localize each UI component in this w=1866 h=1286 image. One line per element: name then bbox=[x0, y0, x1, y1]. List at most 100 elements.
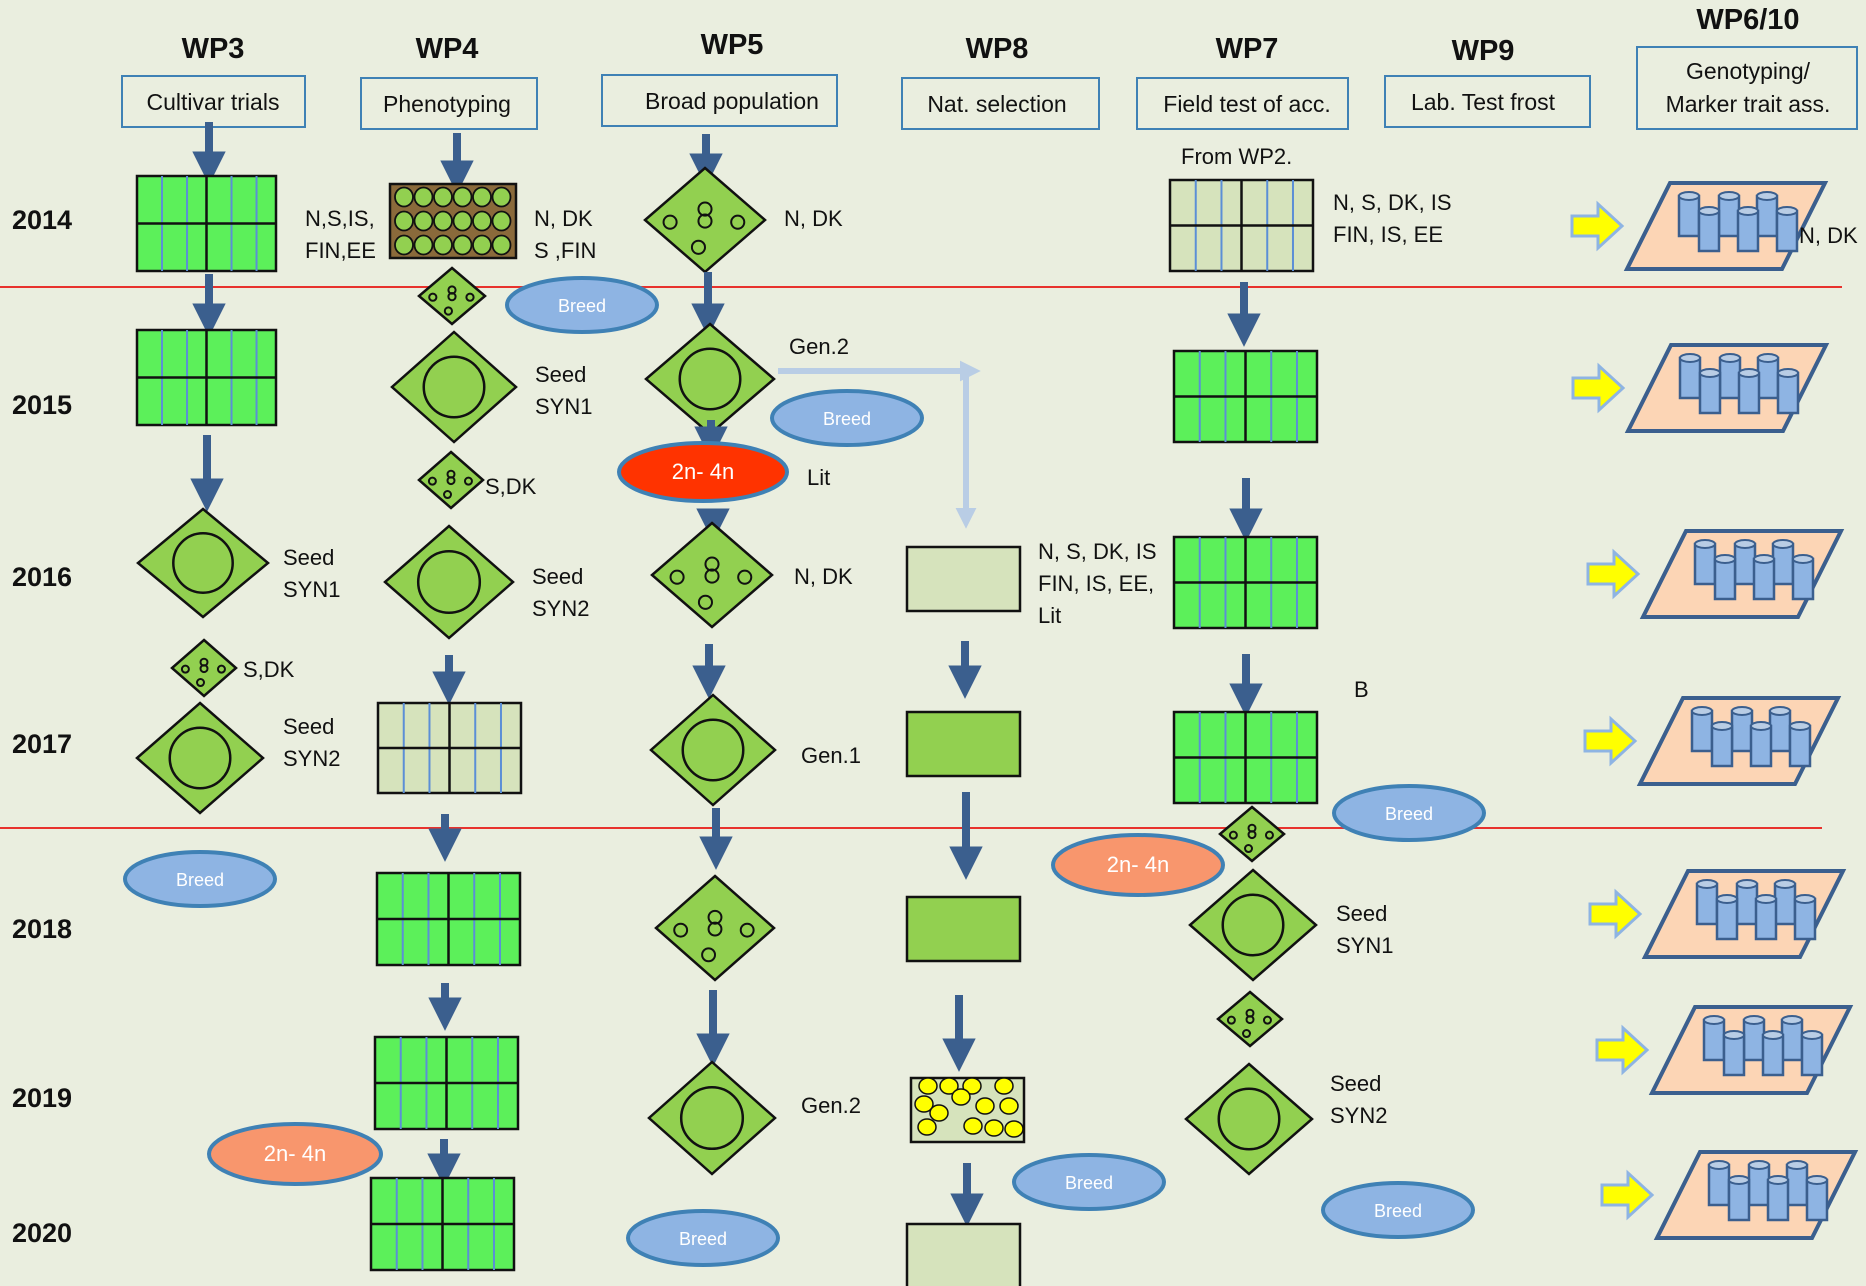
seed-dot bbox=[697, 594, 713, 610]
sample-tube-top bbox=[1792, 554, 1814, 564]
sample-tube-top bbox=[1731, 706, 1753, 716]
seed bbox=[999, 1097, 1019, 1115]
wp7-plot-2017 bbox=[1172, 710, 1319, 805]
wp8-plot-2016 bbox=[905, 545, 1022, 613]
wp7-plot-2015 bbox=[1172, 349, 1319, 444]
diamond-shape bbox=[417, 266, 487, 326]
yellow-arrow-icon bbox=[1586, 548, 1641, 600]
sample-tube-top bbox=[1757, 353, 1779, 363]
seed-dot bbox=[1244, 844, 1253, 854]
pot bbox=[452, 210, 473, 232]
sample-tube-top bbox=[1772, 539, 1794, 549]
sample-tube-top bbox=[1719, 353, 1741, 363]
header-wp3-box bbox=[121, 75, 306, 128]
wp4-pot-tray-2014 bbox=[388, 182, 518, 260]
wp7-breed-oval-2019-label: Breed bbox=[1374, 1201, 1422, 1221]
sample-tube-top bbox=[1776, 206, 1798, 216]
seed-dot bbox=[465, 292, 475, 302]
wp5-ploidy-oval-red: 2n- 4n bbox=[617, 441, 789, 503]
sample-tube-top bbox=[1703, 1015, 1725, 1025]
seed-dot bbox=[180, 664, 190, 674]
pot bbox=[394, 186, 414, 208]
header-wp3-label: Cultivar trials bbox=[147, 89, 280, 115]
wp5-population-diamond-2014 bbox=[643, 166, 767, 274]
wp3-seed-diamond-2017 bbox=[135, 701, 265, 815]
header-wp7-title: WP7 bbox=[1216, 33, 1279, 65]
header-wp8-box bbox=[901, 77, 1100, 130]
header-wp4-box bbox=[360, 77, 538, 130]
sample-tube-icon bbox=[1695, 882, 1719, 926]
sample-tube-icon bbox=[1805, 1178, 1829, 1222]
wp3-breed-oval: Breed bbox=[123, 850, 277, 908]
wp3-ploidy-oval: 2n- 4n bbox=[207, 1122, 383, 1186]
sample-tube-top bbox=[1769, 706, 1791, 716]
sample-tube-icon bbox=[1775, 209, 1799, 253]
sample-tube-icon bbox=[1707, 1163, 1731, 1207]
yellow-arrow-icon bbox=[1600, 1169, 1655, 1221]
sample-tube-icon bbox=[1780, 1018, 1804, 1062]
diamond-shape bbox=[654, 874, 776, 982]
sample-tube-icon bbox=[1785, 1163, 1809, 1207]
wp4-small-diamond-2015 bbox=[417, 450, 485, 510]
sample-tube-icon bbox=[1754, 897, 1778, 941]
wp7-breed-oval-2019: Breed bbox=[1321, 1181, 1475, 1239]
wp4-breed-oval-shape bbox=[505, 276, 659, 334]
seed bbox=[914, 1095, 934, 1113]
sample-tube-icon bbox=[1677, 194, 1701, 238]
wp6-genotyping-row-2016 bbox=[1586, 529, 1845, 619]
yellow-arrow-icon bbox=[1583, 715, 1638, 767]
year-label-2014: 2014 bbox=[12, 205, 72, 235]
sample-tube-top bbox=[1678, 191, 1700, 201]
wp3-seed-diamond-2016 bbox=[136, 507, 270, 619]
wp4-plot-2019 bbox=[373, 1035, 520, 1131]
year-label-2019: 2019 bbox=[12, 1083, 72, 1113]
wp7-breed-oval-2017-shape bbox=[1332, 784, 1486, 842]
sample-tube-icon bbox=[1776, 371, 1800, 415]
sample-tube-top bbox=[1755, 894, 1777, 904]
wp6-genotyping-row-2020 bbox=[1600, 1150, 1859, 1240]
wp5-population-diamond-2018 bbox=[654, 874, 776, 982]
seed-dot bbox=[1245, 1015, 1255, 1025]
sample-tube-icon bbox=[1771, 542, 1795, 586]
label-wp3-sdk: S,DK bbox=[243, 657, 295, 682]
wp7-breed-oval-2019-shape bbox=[1321, 1181, 1475, 1239]
label-wp5-2016: N, DK bbox=[794, 564, 853, 589]
wp5-diamond-2017 bbox=[649, 693, 777, 807]
seed-circle bbox=[678, 347, 742, 411]
pot bbox=[433, 234, 453, 256]
seed-dot bbox=[1242, 1029, 1251, 1039]
header-wp8-title: WP8 bbox=[966, 33, 1029, 65]
diamond-shape bbox=[417, 450, 485, 510]
seed-dot bbox=[737, 569, 753, 585]
wp7-ploidy-oval-shape bbox=[1051, 833, 1225, 897]
seed-circle bbox=[679, 1085, 745, 1151]
seed bbox=[951, 1088, 971, 1106]
seed-circle bbox=[168, 726, 232, 790]
year-label-2016: 2016 bbox=[12, 562, 72, 592]
wp8-plot-2017 bbox=[905, 710, 1022, 778]
sample-tube-icon bbox=[1702, 1018, 1726, 1062]
wp3-breed-oval-label: Breed bbox=[176, 870, 224, 890]
wp5-ploidy-oval-red-shape bbox=[617, 441, 789, 503]
sample-tube-icon bbox=[1768, 709, 1792, 753]
seed-dot bbox=[697, 201, 713, 217]
wp8-breed-oval-shape bbox=[1012, 1153, 1166, 1211]
label-wp6-2014: N, DK bbox=[1799, 223, 1858, 248]
wp7-seed-diamond-2018 bbox=[1188, 868, 1318, 982]
seed-dot bbox=[701, 947, 717, 963]
sample-tube-icon bbox=[1718, 356, 1742, 400]
wp7-small-diamond-2017 bbox=[1218, 805, 1286, 863]
wp7-breed-oval-2017: Breed bbox=[1332, 784, 1486, 842]
wp7-plot-2014 bbox=[1168, 178, 1315, 273]
yellow-arrow-icon bbox=[1571, 362, 1626, 414]
